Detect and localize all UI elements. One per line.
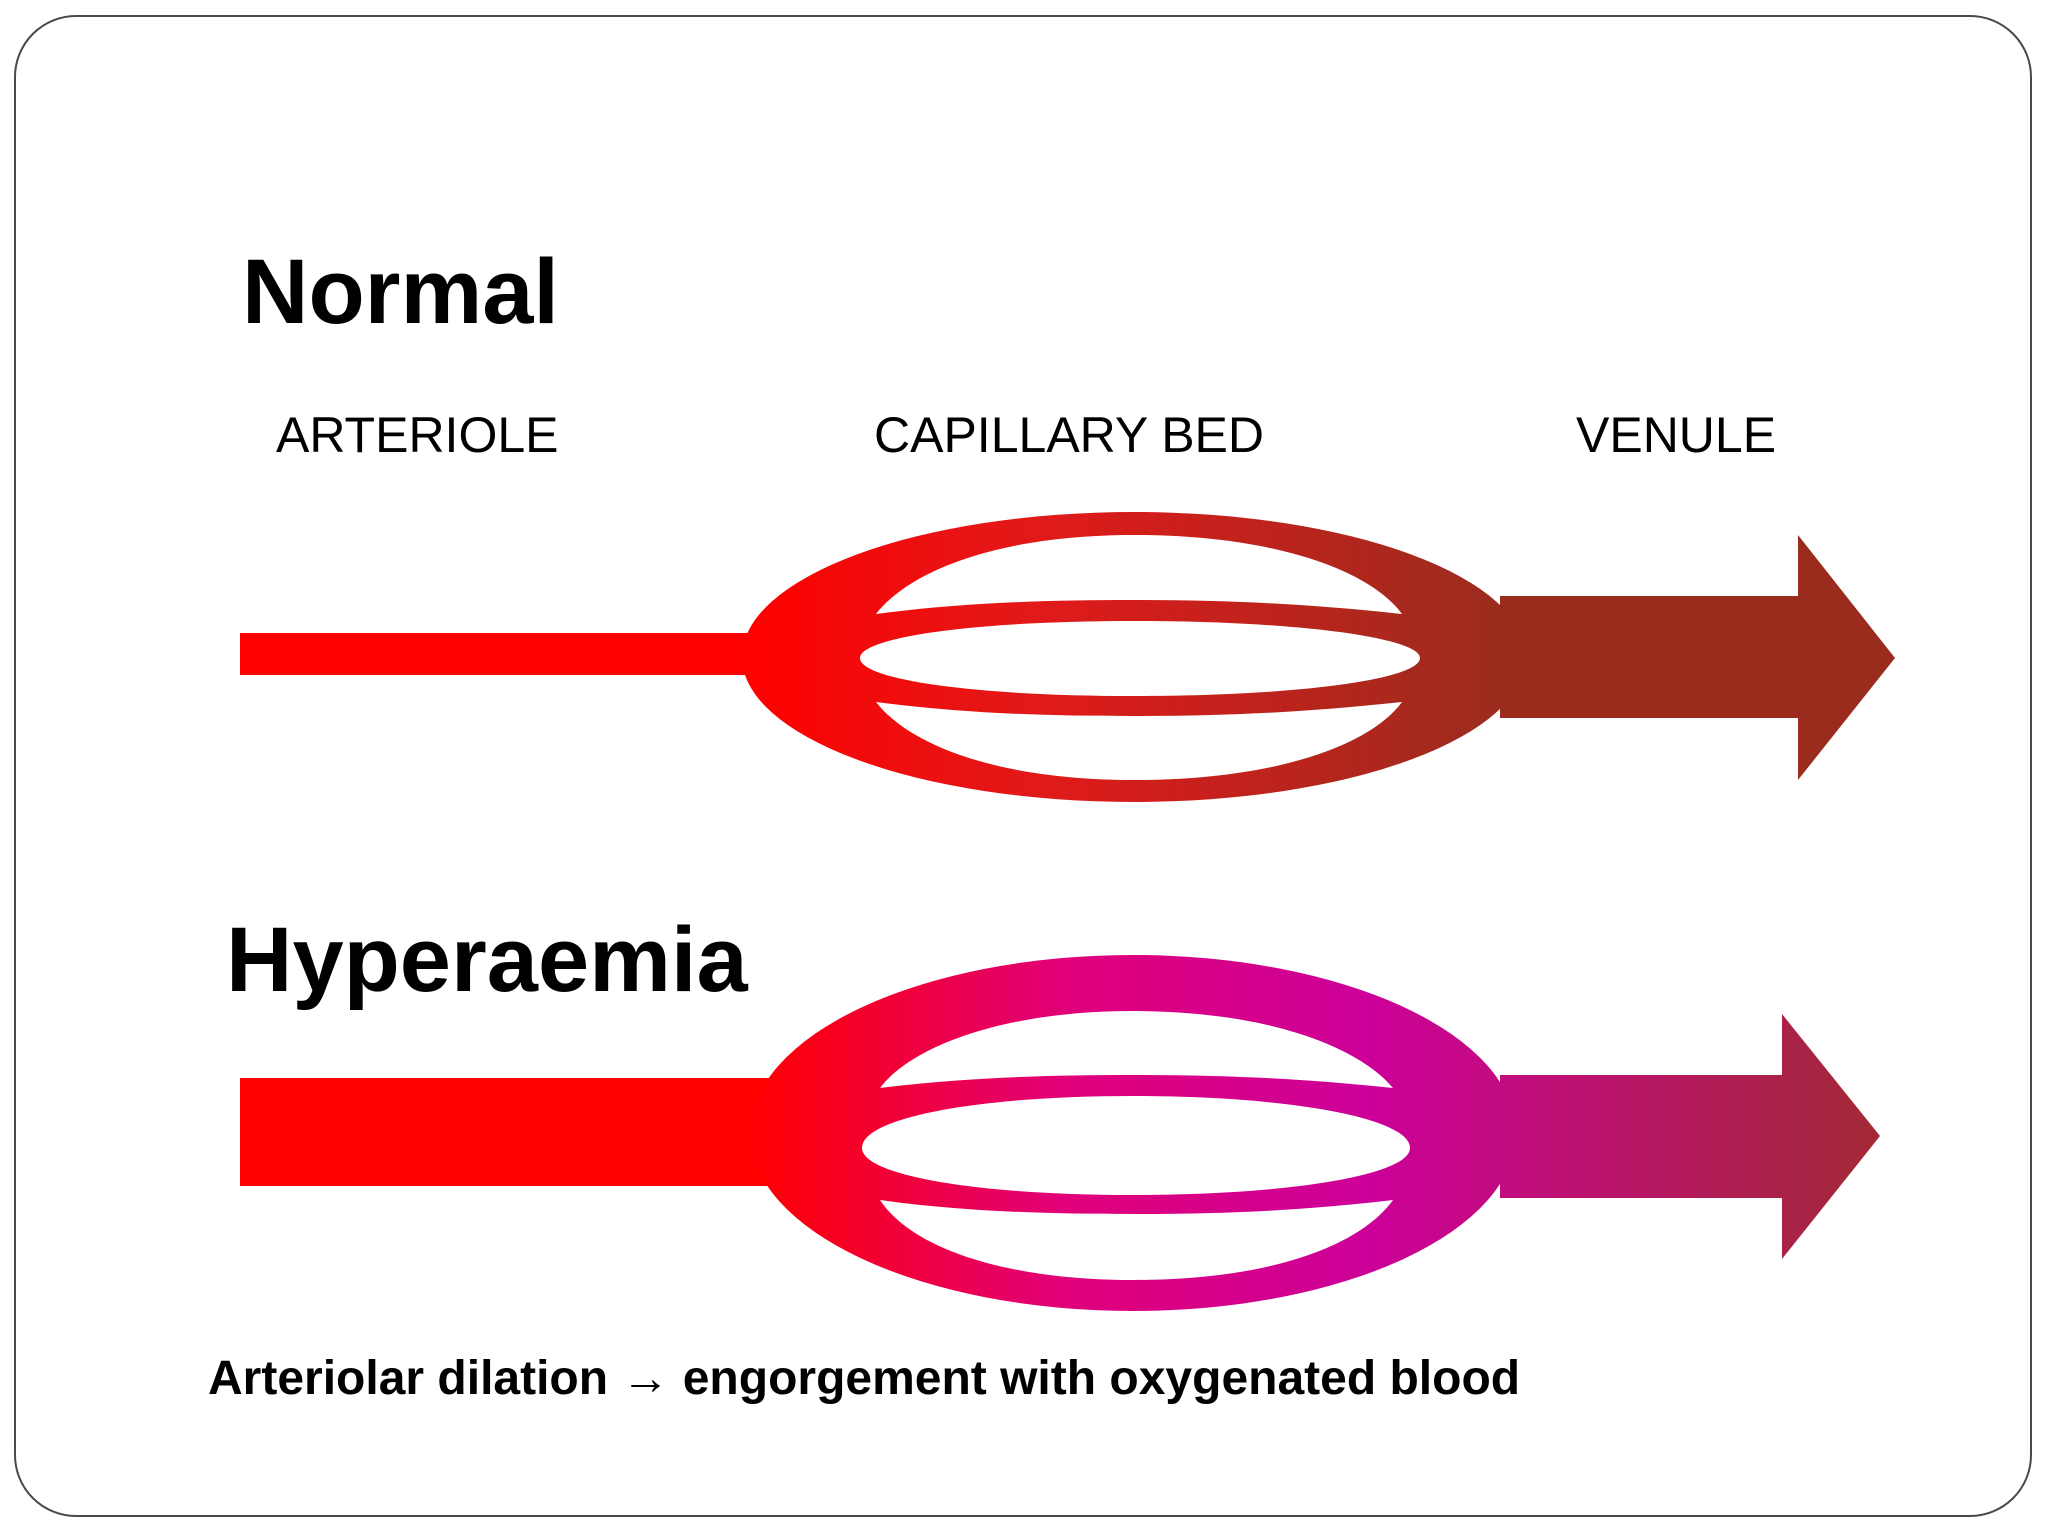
normal-venule-arrow xyxy=(1500,535,1895,780)
slide-frame xyxy=(14,15,2032,1517)
normal-heading: Normal xyxy=(242,241,559,343)
hyperaemia-heading: Hyperaemia xyxy=(226,909,748,1011)
normal-capillary-bed-shape xyxy=(742,512,1526,802)
arteriole-label: ARTERIOLE xyxy=(276,407,559,463)
hyperaemia-venule-arrow xyxy=(1500,1014,1880,1259)
hyperaemia-arteriole-shape xyxy=(240,1078,780,1186)
normal-vessel xyxy=(240,512,1895,802)
normal-arteriole-shape xyxy=(240,633,760,675)
venule-label: VENULE xyxy=(1576,407,1777,463)
hyperaemia-vessel xyxy=(240,955,1880,1311)
caption-text: Arteriolar dilation → engorgement with o… xyxy=(208,1352,1521,1405)
capillary-bed-label: CAPILLARY BED xyxy=(874,407,1265,463)
hyperaemia-capillary-bed-shape xyxy=(750,955,1516,1311)
